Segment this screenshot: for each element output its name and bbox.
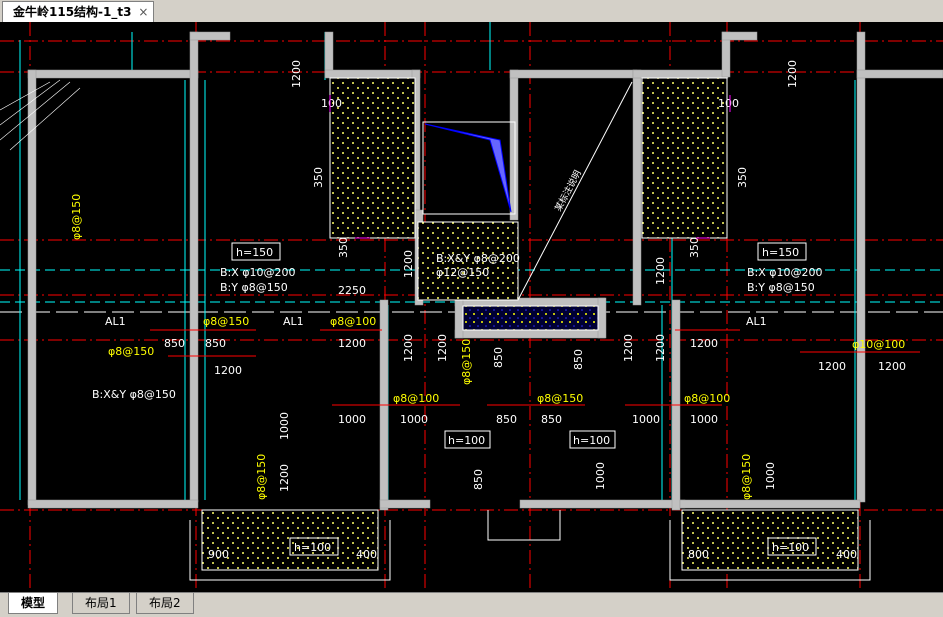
dim-text: 1200 bbox=[786, 60, 799, 88]
h100-a: h=100 bbox=[448, 434, 485, 447]
bx-right: B:X φ10@200 bbox=[747, 266, 823, 279]
drawing-canvas[interactable]: 某标注说明 1200 1200 100 100 350 350 350 350 … bbox=[0, 22, 943, 592]
top-dims: 1200 1200 100 100 350 350 350 350 bbox=[290, 60, 799, 258]
overlap-label: φ8@150 bbox=[203, 315, 249, 328]
dim-text: 1200 bbox=[278, 464, 291, 492]
close-icon[interactable]: × bbox=[138, 5, 149, 19]
dim-text: 1000 bbox=[400, 413, 428, 426]
dim-text: 1000 bbox=[594, 462, 607, 490]
rebar-v-low-r: φ8@150 bbox=[740, 454, 753, 500]
dim-text: 1200 bbox=[654, 257, 667, 285]
bxy-center: B:X&Y φ8@200 bbox=[436, 252, 520, 265]
dim-text: 1000 bbox=[764, 462, 777, 490]
tab-model-label: 模型 bbox=[21, 596, 46, 610]
lower-outline bbox=[189, 510, 871, 581]
dim-text: 350 bbox=[736, 167, 749, 188]
diagonal-leader bbox=[517, 81, 633, 301]
bxy-left: B:X&Y φ8@150 bbox=[92, 388, 176, 401]
shaft-opening bbox=[422, 121, 516, 215]
dim-text: 1200 bbox=[690, 337, 718, 350]
tab-layout2[interactable]: 布局2 bbox=[136, 593, 194, 614]
rebar-8100-a: φ8@100 bbox=[330, 315, 376, 328]
dim-text: 850 bbox=[492, 347, 505, 368]
rebar-150-left: φ8@150 bbox=[108, 345, 154, 358]
dim-text: 850 bbox=[472, 469, 485, 490]
rebar-8100-c: φ8@100 bbox=[393, 392, 439, 405]
dims-horizontal: 850 850 850 850 1200 1200 1200 1200 1200… bbox=[164, 337, 906, 561]
dim-text: 1200 bbox=[622, 334, 635, 362]
dim-text: 350 bbox=[337, 237, 350, 258]
slab-rebar-labels: B:X φ10@200 B:Y φ8@150 B:X φ10@200 B:Y φ… bbox=[92, 252, 823, 401]
by-right: B:Y φ8@150 bbox=[747, 281, 815, 294]
dim-400-r: 400 bbox=[836, 548, 857, 561]
al1-a: AL1 bbox=[105, 315, 126, 328]
rebar-v-low-l: φ8@150 bbox=[255, 454, 268, 500]
dim-text: 100 bbox=[718, 97, 739, 110]
rebar-v-left: φ8@150 bbox=[70, 194, 83, 240]
document-tab-bar: 金牛岭115结构-1_t3 × bbox=[0, 0, 943, 23]
dim-text: 1000 bbox=[690, 413, 718, 426]
dim-text: 350 bbox=[688, 237, 701, 258]
dimension-lines bbox=[150, 329, 920, 406]
dim-text: 1200 bbox=[654, 334, 667, 362]
dim-text: 1000 bbox=[632, 413, 660, 426]
center-phi: φ12@150 bbox=[436, 266, 489, 279]
h-labels: h=150 h=150 h=100 h=100 h=100 h=100 bbox=[236, 246, 809, 554]
dim-text: 350 bbox=[312, 167, 325, 188]
dim-800: 800 bbox=[688, 548, 709, 561]
dim-text: 1200 bbox=[402, 334, 415, 362]
dim-text: 1000 bbox=[338, 413, 366, 426]
rebar-8150-b: φ8@150 bbox=[537, 392, 583, 405]
dim-text: 1200 bbox=[436, 334, 449, 362]
corner-fan bbox=[0, 79, 81, 151]
dim-text: 1200 bbox=[818, 360, 846, 373]
dim-text: 1200 bbox=[402, 250, 415, 278]
h150-right: h=150 bbox=[762, 246, 799, 259]
h-label-boxes bbox=[231, 242, 817, 556]
h100-d: h=100 bbox=[772, 541, 809, 554]
by-left: B:Y φ8@150 bbox=[220, 281, 288, 294]
magenta-ticks bbox=[329, 95, 731, 239]
dim-text: 850 bbox=[164, 337, 185, 350]
dim-900: 900 bbox=[208, 548, 229, 561]
rebar-8100-e: φ8@100 bbox=[684, 392, 730, 405]
al1-c: AL1 bbox=[746, 315, 767, 328]
rebar-10100: φ10@100 bbox=[852, 338, 905, 351]
dim-text: 1200 bbox=[290, 60, 303, 88]
dim-text: 1000 bbox=[278, 412, 291, 440]
dim-text: 850 bbox=[541, 413, 562, 426]
h150-left: h=150 bbox=[236, 246, 273, 259]
h100-c: h=100 bbox=[294, 541, 331, 554]
dims-vertical: 1200 1200 1200 1200 1200 1200 1200 1000 … bbox=[278, 250, 777, 492]
walls bbox=[27, 31, 943, 511]
hatched-slabs bbox=[201, 77, 859, 571]
dim-2250: 2250 bbox=[338, 284, 366, 297]
tab-model[interactable]: 模型 bbox=[8, 593, 59, 614]
rebar-labels: φ8@150 φ8@100 φ8@150 φ8@150 φ8@100 φ8@15… bbox=[70, 194, 905, 500]
layout-tab-bar: 模型 布局1 布局2 bbox=[0, 592, 943, 617]
dim-text: 850 bbox=[205, 337, 226, 350]
h100-b: h=100 bbox=[573, 434, 610, 447]
dim-400-l: 400 bbox=[356, 548, 377, 561]
diagonal-label: 某标注说明 bbox=[552, 168, 584, 213]
dim-text: 1200 bbox=[338, 337, 366, 350]
dim-text: 1200 bbox=[214, 364, 242, 377]
document-tab-title: 金牛岭115结构-1_t3 bbox=[13, 5, 132, 19]
dim-text: 850 bbox=[496, 413, 517, 426]
dim-text: 850 bbox=[572, 349, 585, 370]
bx-left: B:X φ10@200 bbox=[220, 266, 296, 279]
tab-layout1[interactable]: 布局1 bbox=[72, 593, 130, 614]
rebar-8150-d: φ8@150 bbox=[460, 339, 473, 385]
dim-text: 100 bbox=[321, 97, 342, 110]
tab-layout2-label: 布局2 bbox=[149, 596, 181, 610]
tab-layout1-label: 布局1 bbox=[85, 596, 117, 610]
dim-text: 1200 bbox=[878, 360, 906, 373]
al1-b: AL1 bbox=[283, 315, 304, 328]
document-tab[interactable]: 金牛岭115结构-1_t3 × bbox=[2, 1, 155, 22]
